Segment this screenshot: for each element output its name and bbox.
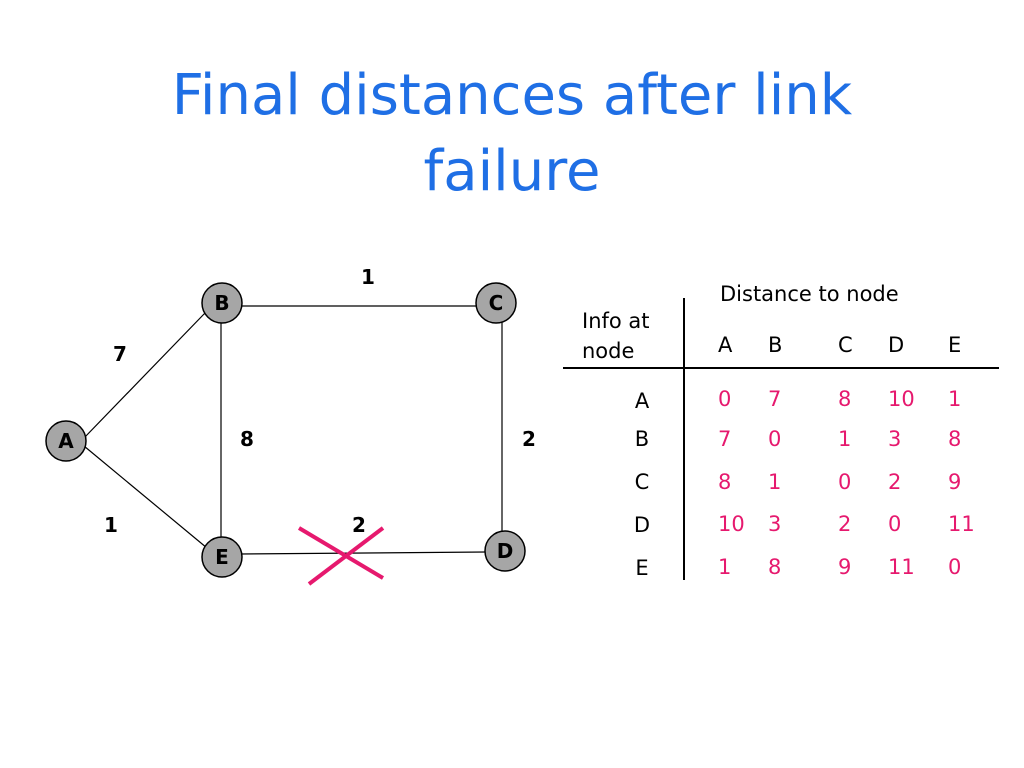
table-cell: 8 — [838, 387, 852, 411]
row-header-a: A — [634, 389, 650, 413]
table-cell: 1 — [718, 555, 732, 579]
table-cell: 0 — [838, 470, 852, 494]
table-cell: 7 — [718, 427, 732, 451]
table-cell: 1 — [768, 470, 782, 494]
slide-title: Final distances after link failure — [0, 58, 1024, 210]
edge-a-b — [83, 312, 206, 439]
node-e-label: E — [215, 545, 229, 569]
node-c-label: C — [489, 291, 504, 315]
row-header-c: C — [634, 470, 650, 494]
slide-title-line-2: failure — [423, 139, 601, 204]
weight-a-b: 7 — [113, 342, 127, 366]
edge-e-d — [239, 551, 487, 555]
weight-a-e: 1 — [104, 513, 118, 537]
node-e: E — [201, 536, 243, 578]
table-cell: 11 — [948, 512, 975, 536]
column-header-d: D — [888, 333, 905, 357]
node-d: D — [484, 530, 526, 572]
node-b: B — [201, 282, 243, 324]
slide-title-line-1: Final distances after link — [171, 63, 853, 128]
table-cell: 1 — [838, 427, 852, 451]
table-cell: 8 — [768, 555, 782, 579]
table-cell: 9 — [838, 555, 852, 579]
weight-b-e: 8 — [240, 427, 254, 451]
table-cell: 8 — [718, 470, 732, 494]
table-row-header-divider — [683, 298, 685, 580]
column-header-b: B — [768, 333, 783, 357]
node-b-label: B — [214, 291, 229, 315]
row-header-b: B — [634, 427, 650, 451]
column-header-e: E — [948, 333, 962, 357]
info-at-node-header-line-2: node — [582, 339, 635, 363]
table-cell: 0 — [948, 555, 962, 579]
column-header-c: C — [838, 333, 853, 357]
table-cell: 9 — [948, 470, 962, 494]
column-header-a: A — [718, 333, 733, 357]
node-c: C — [475, 282, 517, 324]
row-header-d: D — [633, 513, 651, 537]
weight-e-d: 2 — [352, 513, 366, 537]
info-at-node-header: Info at node — [582, 306, 682, 366]
table-cell: 0 — [888, 512, 902, 536]
table-cell: 2 — [888, 470, 902, 494]
link-failure-cross-icon — [297, 526, 385, 586]
table-cell: 11 — [888, 555, 915, 579]
table-cell: 3 — [768, 512, 782, 536]
table-cell: 3 — [888, 427, 902, 451]
edge-a-e — [83, 445, 208, 549]
node-a: A — [45, 420, 87, 462]
table-cell: 0 — [718, 387, 732, 411]
table-cell: 1 — [948, 387, 962, 411]
info-at-node-header-line-1: Info at — [582, 309, 650, 333]
distance-to-node-header: Distance to node — [720, 282, 899, 306]
weight-b-c: 1 — [361, 265, 375, 289]
table-cell: 10 — [718, 512, 745, 536]
node-a-label: A — [58, 429, 74, 453]
table-header-divider — [563, 367, 999, 369]
node-d-label: D — [497, 539, 514, 563]
row-header-e: E — [635, 556, 649, 580]
table-cell: 8 — [948, 427, 962, 451]
weight-c-d: 2 — [522, 427, 536, 451]
table-cell: 0 — [768, 427, 782, 451]
table-cell: 2 — [838, 512, 852, 536]
table-cell: 7 — [768, 387, 782, 411]
table-cell: 10 — [888, 387, 915, 411]
